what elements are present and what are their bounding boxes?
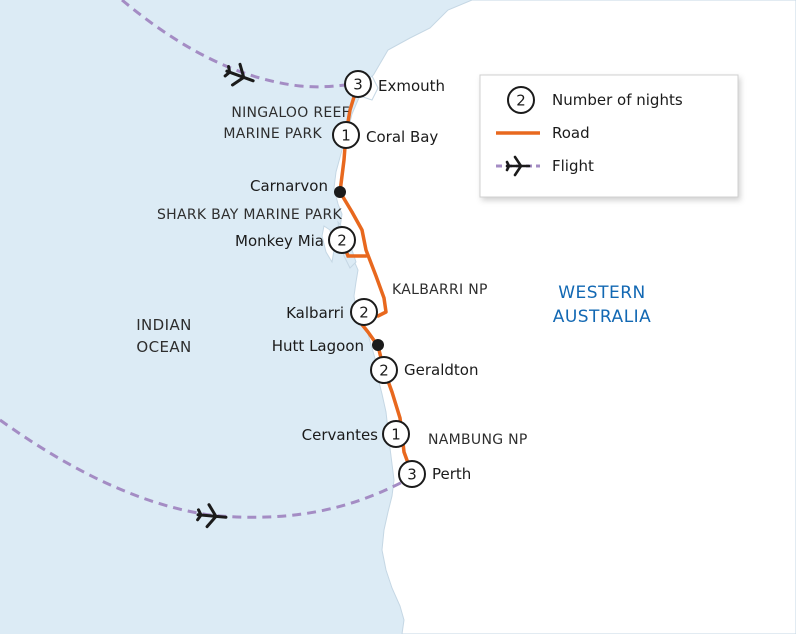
legend-nights: 2 Number of nights [507,86,683,114]
nights-count: 2 [379,362,389,380]
legend-flight-label: Flight [552,157,594,175]
legend-nights-sample: 2 [516,92,526,110]
stop-label-cervantes: Cervantes [302,426,379,444]
stop-marker-geraldton[interactable]: 2 [370,356,398,384]
stop-marker-coral-bay[interactable]: 1 [332,121,360,149]
flight-path-north [121,0,353,89]
place-kalbarri-np: KALBARRI NP [392,282,488,298]
place-shark-bay: SHARK BAY MARINE PARK [157,207,343,223]
legend-flight: Flight [496,155,594,177]
ocean-label-line2: OCEAN [136,338,191,356]
stop-marker-kalbarri[interactable]: 2 [350,298,378,326]
nights-count: 2 [359,304,369,322]
stop-label-exmouth: Exmouth [378,77,445,95]
legend-road-label: Road [552,124,590,142]
nights-count: 1 [341,127,351,145]
stop-marker-exmouth[interactable]: 3 [344,70,372,98]
place-ningaloo-line1: NINGALOO REEF [231,105,350,121]
nights-count: 3 [407,466,417,484]
stop-label-coral-bay: Coral Bay [366,128,438,146]
airplane-icon [196,503,228,529]
legend-road: Road [496,124,590,142]
legend-nights-label: Number of nights [552,91,683,109]
airplane-icon [223,62,255,87]
stop-marker-perth[interactable]: 3 [398,460,426,488]
airplane-icon [505,155,531,177]
place-nambung-np: NAMBUNG NP [428,432,528,448]
region-label-line2: AUSTRALIA [553,307,652,327]
legend: 2 Number of nights Road Flight [479,74,739,198]
nights-count: 3 [353,76,363,94]
nights-count: 1 [391,426,401,444]
stop-marker-monkey-mia[interactable]: 2 [328,226,356,254]
waypoint-carnarvon [334,186,346,198]
stop-label-geraldton: Geraldton [404,361,478,379]
ocean-label-line1: INDIAN [136,316,192,334]
stop-label-monkey-mia: Monkey Mia [235,232,324,250]
place-ningaloo-line2: MARINE PARK [223,126,322,142]
road-route [338,82,414,476]
waypoint-hutt-lagoon [372,339,384,351]
stop-marker-cervantes[interactable]: 1 [382,420,410,448]
stop-label-hutt-lagoon: Hutt Lagoon [272,337,364,355]
stop-label-carnarvon: Carnarvon [250,177,328,195]
nights-count: 2 [337,232,347,250]
region-label-line1: WESTERN [558,283,646,303]
stop-label-kalbarri: Kalbarri [286,304,344,322]
stop-label-perth: Perth [432,465,471,483]
